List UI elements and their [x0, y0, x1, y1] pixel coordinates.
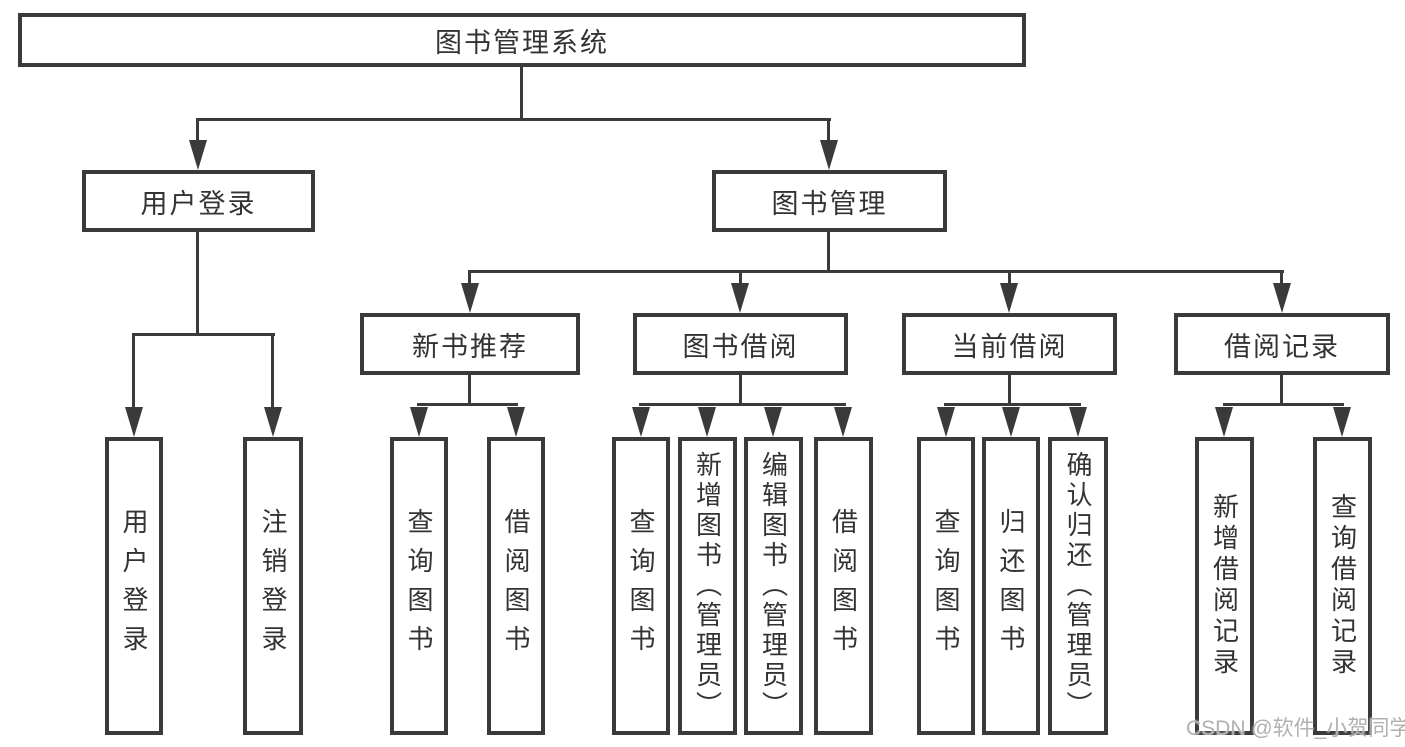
- connector: [1280, 375, 1283, 406]
- connector: [827, 232, 830, 272]
- node-book-management-label: 图书管理: [771, 188, 888, 219]
- arrow-down: [834, 407, 852, 437]
- connector: [271, 333, 274, 410]
- leaf-newbook-borrow-books-label: 借阅图书: [501, 508, 531, 664]
- arrow-down: [1215, 407, 1233, 437]
- arrow-down: [937, 407, 955, 437]
- connector: [196, 118, 199, 144]
- arrow-down: [632, 407, 650, 437]
- node-book-borrow-label: 图书借阅: [682, 331, 799, 362]
- leaf-newbook-query-books: 查询图书: [390, 437, 448, 735]
- leaf-borrow-edit-books-admin: 编辑图书（管理员）: [744, 437, 803, 735]
- connector: [417, 403, 518, 406]
- node-borrow-record: 借阅记录: [1174, 313, 1390, 375]
- node-book-management: 图书管理: [712, 170, 947, 232]
- node-current-borrow: 当前借阅: [902, 313, 1117, 375]
- leaf-current-query-books-label: 查询图书: [931, 508, 961, 664]
- leaf-borrow-add-books-admin-label: 新增图书（管理员）: [692, 451, 723, 721]
- connector: [132, 333, 275, 336]
- connector: [1280, 270, 1283, 285]
- leaf-record-add-borrow-record-label: 新增借阅记录: [1209, 493, 1240, 679]
- leaf-current-return-books-label: 归还图书: [996, 508, 1026, 664]
- leaf-user-login-label: 用户登录: [119, 508, 149, 664]
- connector: [468, 270, 471, 285]
- arrow-down: [461, 283, 479, 313]
- leaf-borrow-edit-books-admin-label: 编辑图书（管理员）: [758, 451, 789, 721]
- node-new-book-recommend: 新书推荐: [360, 313, 580, 375]
- connector: [132, 333, 135, 410]
- connector: [468, 270, 1284, 273]
- arrow-down: [1273, 283, 1291, 313]
- leaf-borrow-query-books: 查询图书: [612, 437, 670, 735]
- leaf-borrow-borrow-books: 借阅图书: [814, 437, 873, 735]
- connector: [739, 375, 742, 406]
- leaf-borrow-borrow-books-label: 借阅图书: [828, 508, 859, 664]
- arrow-down: [698, 407, 716, 437]
- connector: [468, 375, 471, 406]
- leaf-logout-label: 注销登录: [258, 508, 288, 664]
- node-new-book-recommend-label: 新书推荐: [412, 331, 528, 362]
- node-book-borrow: 图书借阅: [633, 313, 848, 375]
- arrow-down: [1333, 407, 1351, 437]
- connector: [196, 118, 831, 121]
- connector: [1008, 375, 1011, 406]
- arrow-down: [264, 407, 282, 437]
- leaf-borrow-query-books-label: 查询图书: [626, 508, 656, 664]
- leaf-borrow-add-books-admin: 新增图书（管理员）: [678, 437, 737, 735]
- arrow-down: [1002, 407, 1020, 437]
- leaf-user-login: 用户登录: [105, 437, 163, 735]
- arrow-down: [125, 407, 143, 437]
- watermark: CSDN @软件_小贺同学: [1186, 717, 1405, 740]
- node-current-borrow-label: 当前借阅: [951, 331, 1068, 362]
- leaf-current-query-books: 查询图书: [917, 437, 975, 735]
- arrow-down: [1069, 407, 1087, 437]
- arrow-down: [820, 140, 838, 170]
- leaf-newbook-query-books-label: 查询图书: [404, 508, 434, 664]
- leaf-record-query-borrow-record: 查询借阅记录: [1313, 437, 1372, 735]
- connector: [520, 67, 523, 120]
- leaf-newbook-borrow-books: 借阅图书: [487, 437, 545, 735]
- arrow-down: [731, 283, 749, 313]
- leaf-current-return-books: 归还图书: [982, 437, 1040, 735]
- connector: [1008, 270, 1011, 285]
- connector: [827, 118, 830, 144]
- leaf-current-confirm-return-admin-label: 确认归还（管理员）: [1063, 451, 1093, 721]
- node-user-login-label: 用户登录: [140, 188, 257, 219]
- connector: [196, 232, 199, 336]
- leaf-record-query-borrow-record-label: 查询借阅记录: [1327, 493, 1358, 679]
- node-root: 图书管理系统: [18, 13, 1026, 67]
- arrow-down: [410, 407, 428, 437]
- leaf-record-add-borrow-record: 新增借阅记录: [1195, 437, 1254, 735]
- connector: [739, 270, 742, 285]
- node-user-login: 用户登录: [82, 170, 315, 232]
- node-borrow-record-label: 借阅记录: [1224, 331, 1340, 362]
- connector: [1223, 403, 1344, 406]
- arrow-down: [764, 407, 782, 437]
- arrow-down: [189, 140, 207, 170]
- connector: [944, 403, 1081, 406]
- leaf-current-confirm-return-admin: 确认归还（管理员）: [1048, 437, 1108, 735]
- arrow-down: [1000, 283, 1018, 313]
- leaf-logout: 注销登录: [243, 437, 303, 735]
- arrow-down: [507, 407, 525, 437]
- connector: [639, 403, 846, 406]
- node-root-label: 图书管理系统: [435, 27, 609, 58]
